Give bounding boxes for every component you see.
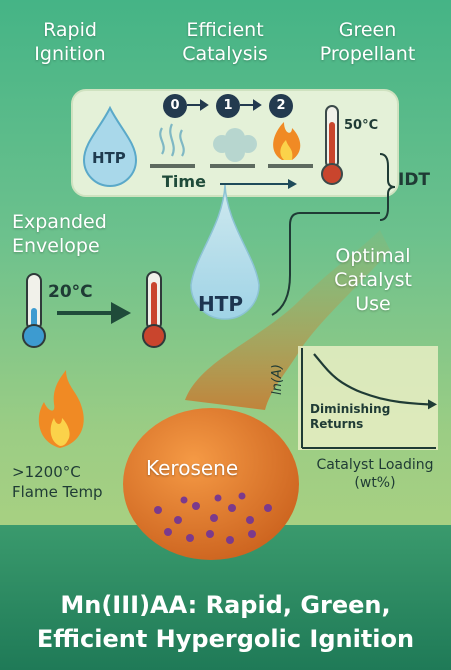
thermometer-hot-icon	[142, 271, 166, 348]
header-rapid-ignition: Rapid Ignition	[34, 19, 106, 65]
chart-y-label: ln(A)	[270, 364, 285, 395]
step-badge-1: 1	[216, 94, 240, 118]
flame-icon	[38, 370, 84, 448]
footer-title-line2: Efficient Hypergolic Ignition	[36, 625, 415, 653]
flame-temp-label: >1200°C Flame Temp	[12, 463, 103, 501]
connector-line	[271, 212, 380, 316]
time-label: Time	[162, 172, 206, 191]
process-panel	[71, 89, 399, 197]
htp-drop	[190, 185, 260, 320]
kerosene-label: Kerosene	[146, 456, 239, 480]
catalyst-chart	[298, 346, 438, 450]
series-arrowhead	[428, 399, 437, 410]
footer-title-line1: Mn(III)AA: Rapid, Green,	[60, 591, 391, 619]
chart-annotation: Diminishing Returns	[310, 402, 391, 431]
panel-temp-label: 50°C	[344, 118, 379, 133]
idt-label: IDT	[398, 170, 431, 190]
header-green-propellant: Green Propellant	[319, 19, 416, 65]
chart-x-label: Catalyst Loading (wt%)	[316, 457, 434, 491]
temp-start-label: 20°C	[48, 282, 93, 302]
step-badge-0: 0	[163, 94, 187, 118]
optimal-catalyst-label: Optimal Catalyst Use	[334, 245, 412, 315]
series-line	[313, 353, 429, 406]
thermometer-cold-icon	[22, 273, 46, 348]
heating-arrow	[57, 302, 131, 324]
expanded-envelope-label: Expanded Envelope	[12, 211, 107, 257]
idt-bracket	[379, 153, 396, 221]
header-efficient-catalysis: Efficient Catalysis	[182, 19, 268, 65]
kerosene-flask	[123, 408, 299, 560]
panel-htp-label: HTP	[92, 149, 126, 167]
step-badge-2: 2	[269, 94, 293, 118]
htp-drop-label: HTP	[198, 292, 244, 316]
